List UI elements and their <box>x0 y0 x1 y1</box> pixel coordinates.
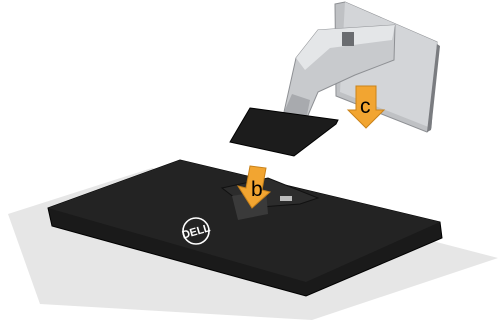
arm-latch-slot <box>342 32 354 46</box>
foot-plate <box>230 108 338 156</box>
callout-label-b: b <box>251 178 263 201</box>
mount-screw <box>280 196 292 201</box>
callout-label-c: c <box>360 95 371 118</box>
